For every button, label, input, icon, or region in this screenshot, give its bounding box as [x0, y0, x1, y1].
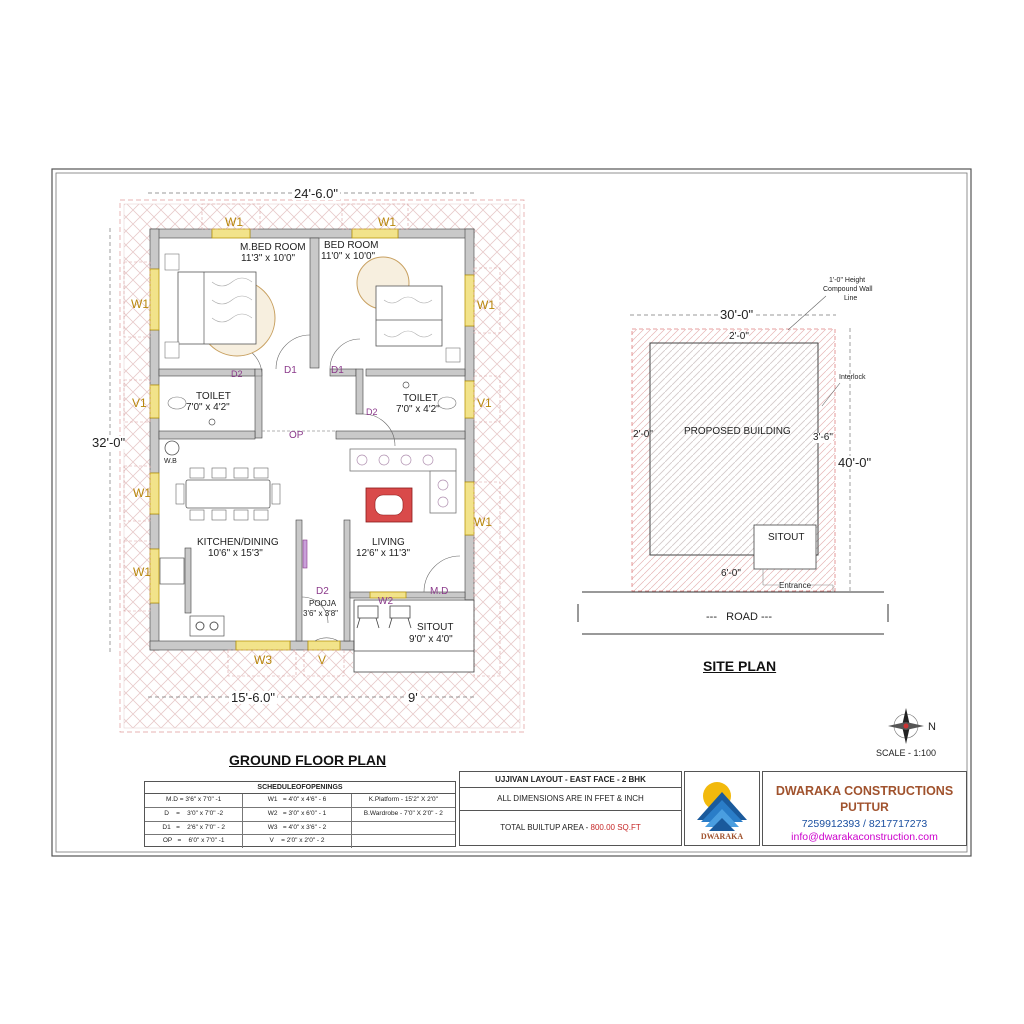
room-toilet1-size: 7'0" x 4'2" — [186, 402, 230, 413]
logo-text: DWARAKA — [700, 832, 744, 841]
room-bed-name: BED ROOM — [324, 240, 379, 251]
site-interlock: Interlock — [839, 374, 866, 381]
site-entrance: Entrance — [779, 581, 812, 590]
site-setback-right: 3'-6" — [813, 432, 833, 443]
scale-label: SCALE - 1:100 — [876, 748, 937, 758]
label-v: V — [318, 653, 327, 667]
room-pooja-name: POOJA — [309, 599, 337, 608]
company-box: DWARAKA CONSTRUCTIONS PUTTUR 7259912393 … — [762, 771, 967, 846]
site-plan-title: SITE PLAN — [703, 658, 777, 674]
label-d2-pooja: D2 — [316, 586, 329, 597]
label-md: M.D — [430, 586, 449, 597]
gf-dim-top: 24'-6.0" — [292, 186, 340, 201]
schedule-cell — [352, 835, 455, 848]
compound-note-3: Line — [844, 295, 858, 302]
site-sitout: SITOUT — [768, 532, 805, 543]
gf-dim-left: 32'-0" — [92, 435, 126, 450]
site-proposed: PROPOSED BUILDING — [684, 426, 791, 437]
label-w1-top-left: W1 — [225, 215, 243, 229]
room-living-size: 12'6" x 11'3" — [356, 548, 411, 559]
company-phone: 7259912393 / 8217717273 — [801, 818, 928, 830]
label-v1-right: V1 — [477, 396, 492, 410]
site-dim-right: 40'-0" — [838, 455, 872, 470]
label-w1-left-1: W1 — [131, 297, 149, 311]
room-sitout-name: SITOUT — [417, 622, 454, 633]
room-pooja-size: 3'6" x 3'8" — [303, 609, 338, 618]
info-box: UJJIVAN LAYOUT - EAST FACE - 2 BHK ALL D… — [459, 771, 682, 846]
area-row: TOTAL BUILTUP AREA - 800.00 SQ.FT — [460, 811, 681, 845]
schedule-cell: OP = 6'0" x 7'0" -1 — [145, 835, 244, 849]
room-bed-size: 11'0" x 10'0" — [321, 251, 376, 262]
room-sitout-size: 9'0" x 4'0" — [409, 634, 453, 645]
label-w1-left-3: W1 — [133, 565, 151, 579]
room-kitchen-size: 10'6" x 15'3" — [208, 548, 263, 559]
schedule-title: SCHEDULEOFOPENINGS — [145, 782, 455, 794]
layout-title: UJJIVAN LAYOUT - EAST FACE - 2 BHK — [460, 772, 681, 788]
schedule-cell: V = 2'0" x 2'0" - 2 — [243, 835, 352, 849]
compound-note-2: Compound Wall — [823, 286, 873, 293]
schedule-cell: K.Platform - 15'2" X 2'0" — [368, 796, 438, 803]
label-w3: W3 — [254, 653, 272, 667]
dwaraka-logo-icon — [697, 782, 747, 831]
company-city: PUTTUR — [840, 800, 889, 814]
schedule-cell: B.Wardrobe - 7'0" X 2'0" - 2 — [363, 809, 443, 817]
gf-dim-bottom-right: 9' — [406, 690, 420, 705]
label-w2: W2 — [378, 596, 393, 607]
area-value: 800.00 SQ.FT — [590, 823, 641, 832]
gf-dim-bottom-left: 15'-6.0" — [229, 690, 277, 705]
label-v1-left: V1 — [132, 396, 147, 410]
room-toilet2-name: TOILET — [403, 393, 438, 404]
label-w1-top-right: W1 — [378, 215, 396, 229]
site-dim-top: 30'-0" — [718, 307, 756, 322]
site-setback-left: 2'-0" — [633, 429, 653, 440]
logo-box: DWARAKA — [684, 771, 760, 846]
schedule-cell: W3 = 4'0" x 3'6" - 2 — [243, 821, 352, 835]
label-op: OP — [289, 430, 304, 441]
label-w1-left-2: W1 — [133, 486, 151, 500]
compound-note-1: 1'-0" Height — [829, 277, 866, 284]
room-living-name: LIVING — [372, 537, 405, 548]
room-kitchen-name: KITCHEN/DINING — [197, 537, 279, 548]
schedule-cell: W2 = 3'0" x 6'0" - 1 — [243, 807, 352, 821]
area-label: TOTAL BUILTUP AREA - — [500, 823, 591, 832]
room-toilet2-size: 7'0" x 4'2" — [396, 404, 440, 415]
schedule-cell: M.D = 3'6" x 7'0" -1 — [145, 794, 244, 807]
schedule-cell: D1 = 2'6" x 7'0" - 2 — [145, 821, 244, 835]
room-toilet1-name: TOILET — [196, 391, 231, 402]
label-w1-right-2: W1 — [474, 515, 492, 529]
schedule-cell: D = 3'0" x 7'0" -2 — [145, 807, 244, 821]
label-w1-right-1: W1 — [477, 298, 495, 312]
room-mbed-size: 11'3" x 10'0" — [241, 253, 296, 264]
site-road: --- ROAD --- — [706, 611, 772, 623]
room-mbed-name: M.BED ROOM — [240, 242, 306, 253]
label-d2-mbed: D2 — [231, 369, 243, 379]
site-setback-bottom: 6'-0" — [721, 568, 741, 579]
company-email[interactable]: info@dwarakaconstruction.com — [791, 831, 938, 843]
dims-note: ALL DIMENSIONS ARE IN FFET & INCH — [460, 788, 681, 811]
label-wb: W.B — [164, 458, 177, 465]
site-setback-top: 2'-0" — [729, 331, 749, 342]
schedule-cell: W1 = 4'0" x 4'6" - 6 — [243, 794, 352, 807]
label-d1-right: D1 — [331, 365, 344, 376]
ground-floor-title: GROUND FLOOR PLAN — [229, 752, 387, 768]
label-d1-left: D1 — [284, 365, 297, 376]
north-label: N — [928, 721, 936, 733]
label-d2-toilet: D2 — [366, 407, 378, 417]
schedule-cell — [352, 822, 455, 835]
company-name: DWARAKA CONSTRUCTIONS — [775, 784, 954, 798]
